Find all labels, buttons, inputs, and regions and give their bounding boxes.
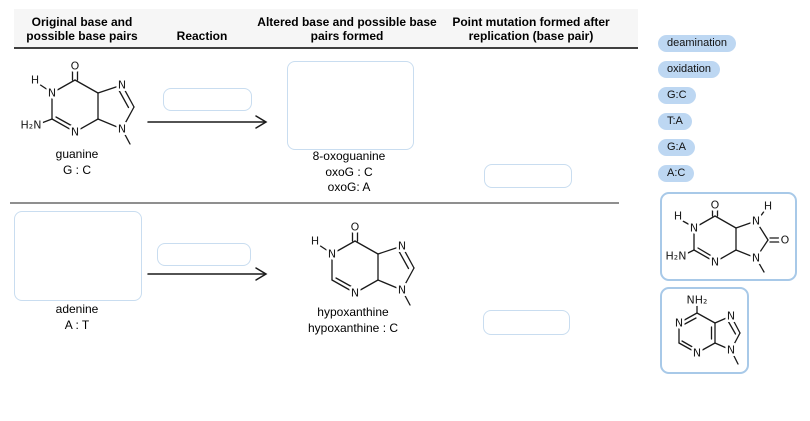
chip-oxidation[interactable]: oxidation — [658, 61, 721, 78]
atom-label-nitrogen: N — [48, 87, 56, 100]
atom-label-nitrogen: N — [398, 284, 406, 297]
column-header-reaction: Reaction — [176, 29, 228, 43]
chip-gc[interactable]: G:C — [658, 87, 696, 104]
altered-base-pair: oxoG: A — [327, 180, 371, 194]
atom-label-hydrogen: H — [674, 209, 682, 222]
point-mutation-dropzone-row2[interactable] — [483, 310, 570, 335]
base-name: guanine — [55, 147, 99, 161]
column-header-point-mutation: Point mutation formed after replication … — [452, 15, 610, 43]
column-header-altered-base: Altered base and possible base pairs for… — [257, 15, 437, 43]
atom-label-oxygen: O — [781, 233, 790, 246]
atom-label-nitrogen: N — [711, 255, 719, 268]
atom-label-oxygen: O — [351, 221, 360, 234]
atom-label-amino: NH₂ — [686, 293, 707, 306]
reaction-dropzone-row1[interactable] — [163, 88, 252, 111]
atom-label-nitrogen: N — [71, 126, 79, 139]
original-base-caption-row1: guanine G : C — [10, 147, 144, 178]
hypoxanthine-structure: O N N N N H — [308, 219, 415, 306]
base-pair: A : T — [64, 317, 90, 332]
original-base-caption-row2: adenine A : T — [10, 302, 144, 333]
atom-label-hydrogen: H — [31, 74, 39, 87]
atom-label-nitrogen: N — [674, 316, 682, 329]
point-mutation-dropzone-row1[interactable] — [484, 164, 572, 188]
altered-base-name: hypoxanthine — [317, 305, 389, 319]
atom-label-oxygen: O — [711, 198, 720, 211]
adenine-structure: NH₂ N N N N — [672, 293, 741, 365]
atom-label-nitrogen: N — [328, 248, 336, 261]
atom-label-nitrogen: N — [690, 221, 698, 234]
base-pair: G : C — [62, 162, 91, 177]
altered-base-caption-row2: hypoxanthine hypoxanthine : C — [287, 305, 419, 336]
answer-chip-bank: deamination oxidation G:C T:A G:A A:C — [658, 35, 736, 182]
chip-ga[interactable]: G:A — [658, 139, 695, 156]
atom-label-hydrogen: H — [764, 199, 772, 212]
atom-label-nitrogen: N — [726, 343, 734, 356]
atom-label-nitrogen: N — [726, 309, 734, 322]
altered-base-pair: oxoG : C — [325, 164, 373, 179]
reaction-dropzone-row2[interactable] — [157, 243, 251, 266]
atom-label-nitrogen: N — [398, 240, 406, 253]
atom-label-amine: H₂N — [21, 119, 42, 132]
oxoguanine-structure: O O N N N N H H H₂N — [665, 198, 792, 273]
chip-ta[interactable]: T:A — [658, 113, 692, 130]
chip-deamination[interactable]: deamination — [658, 35, 736, 52]
altered-base-dropzone-row1[interactable] — [287, 61, 414, 150]
guanine-structure: O N N N N H H₂N — [18, 58, 135, 145]
oxoguanine-structure-card[interactable]: O O N N N N H H H₂N — [660, 192, 797, 281]
reaction-arrow-icon — [147, 115, 268, 129]
chip-ac[interactable]: A:C — [658, 165, 695, 182]
base-name: adenine — [55, 302, 99, 316]
altered-base-pair: hypoxanthine : C — [307, 320, 399, 335]
row-divider — [10, 202, 619, 204]
atom-label-hydrogen: H — [311, 235, 319, 248]
atom-label-nitrogen: N — [752, 214, 760, 227]
column-header-original-base: Original base and possible base pairs — [26, 15, 138, 43]
atom-label-nitrogen: N — [752, 251, 760, 264]
atom-label-nitrogen: N — [351, 287, 359, 300]
atom-label-nitrogen: N — [692, 346, 700, 359]
atom-label-nitrogen: N — [118, 123, 126, 136]
reaction-arrow-icon — [147, 267, 268, 281]
atom-label-amine: H₂N — [666, 249, 687, 262]
altered-base-caption-row1: 8-oxoguanine oxoG : C oxoG: A — [284, 149, 414, 196]
original-base-dropzone-row2[interactable] — [14, 211, 142, 301]
atom-label-nitrogen: N — [118, 79, 126, 92]
atom-label-oxygen: O — [71, 60, 80, 73]
table-header-row: Original base and possible base pairs Re… — [14, 9, 638, 49]
altered-base-name: 8-oxoguanine — [312, 149, 386, 163]
adenine-structure-card[interactable]: NH₂ N N N N — [660, 287, 749, 374]
